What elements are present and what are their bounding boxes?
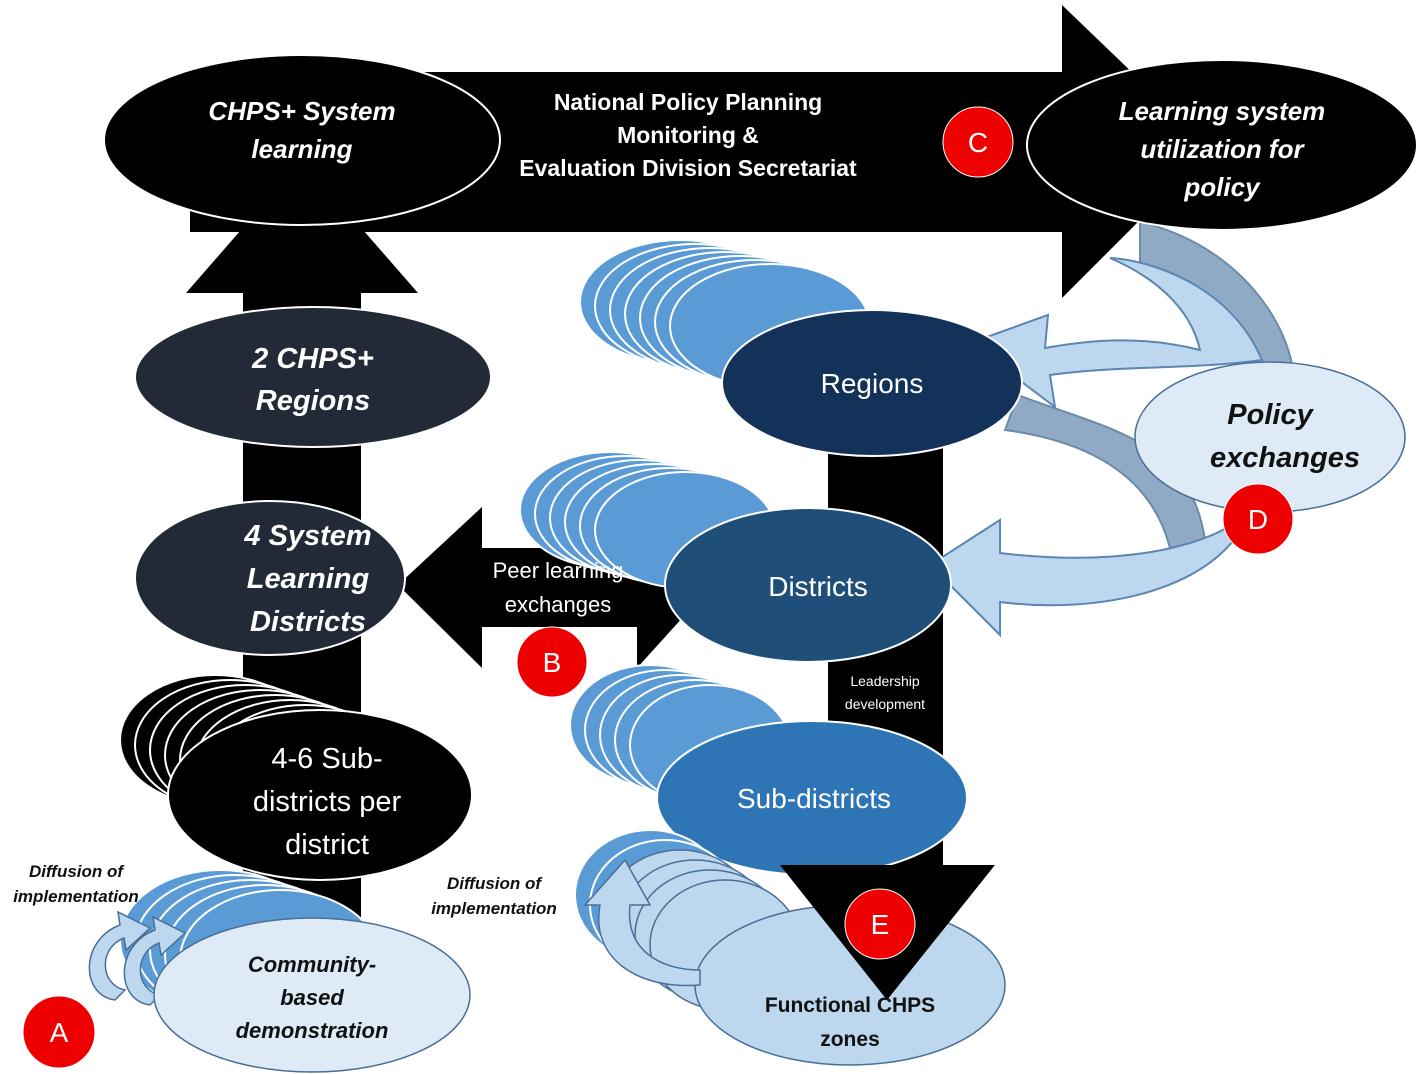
utilization-label-2: utilization for xyxy=(1140,134,1305,164)
system-learning-label-1: CHPS+ System xyxy=(208,96,395,126)
left-regions-label-2: Regions xyxy=(256,385,370,417)
policy-arrow-to-regions xyxy=(967,257,1264,410)
districts-ellipse xyxy=(664,507,952,663)
svg-text:C: C xyxy=(968,127,988,158)
right-regions-label: Regions xyxy=(821,368,924,399)
zones-label-2: zones xyxy=(820,1028,880,1051)
policy-arrow-to-districts xyxy=(928,511,1251,638)
leadership-label-1: Leadership xyxy=(850,673,919,689)
svg-text:B: B xyxy=(543,647,562,678)
left-subdistricts-label-3: district xyxy=(285,829,369,861)
policy-exchanges-label-2: exchanges xyxy=(1210,442,1360,474)
left-districts-label-2: Learning xyxy=(247,563,370,595)
marker-a: A xyxy=(22,995,96,1069)
learning-utilization-ellipse xyxy=(1026,59,1418,231)
zones-label-1: Functional CHPS xyxy=(765,994,935,1017)
regions-stack xyxy=(579,239,871,389)
community-label-2: based xyxy=(280,985,344,1010)
left-districts-label-1: 4 System xyxy=(243,520,371,552)
left-districts-ellipse xyxy=(134,500,406,656)
national-label-2: Monitoring & xyxy=(617,122,759,148)
peer-label-1: Peer learning xyxy=(493,558,624,583)
marker-b: B xyxy=(516,626,588,698)
left-districts-label-3: Districts xyxy=(250,606,366,638)
utilization-label-1: Learning system xyxy=(1119,96,1326,126)
marker-c: C xyxy=(942,106,1014,178)
policy-exchanges-label-1: Policy xyxy=(1227,399,1314,431)
left-subdistricts-label-2: districts per xyxy=(253,786,402,818)
community-diffusion-arrow-2 xyxy=(123,915,187,1006)
left-up-arrow-head xyxy=(186,160,418,293)
community-diffusion-arrow-1 xyxy=(88,910,152,1001)
leadership-label-2: development xyxy=(845,696,925,712)
left-regions-ellipse xyxy=(134,306,492,448)
left-community-ellipse xyxy=(153,917,471,1073)
left-regions-label-1: 2 CHPS+ xyxy=(251,343,374,375)
svg-text:D: D xyxy=(1248,504,1268,535)
svg-text:A: A xyxy=(50,1017,69,1048)
regions-ellipse xyxy=(721,309,1023,457)
svg-text:E: E xyxy=(871,909,890,940)
system-learning-label-2: learning xyxy=(251,134,352,164)
right-subdistricts-label: Sub-districts xyxy=(737,783,891,814)
community-label-3: demonstration xyxy=(236,1018,389,1043)
utilization-label-3: policy xyxy=(1183,172,1261,202)
marker-d: D xyxy=(1222,483,1294,555)
peer-exchange-arrow xyxy=(398,507,712,668)
system-learning-ellipse xyxy=(103,54,501,226)
zones-diffusion-arrow xyxy=(583,858,701,987)
right-districts-label: Districts xyxy=(768,571,868,602)
national-label-3: Evaluation Division Secretariat xyxy=(519,155,857,181)
left-subdistricts-ellipse xyxy=(167,709,473,881)
diffusion-left-label-2: implementation xyxy=(13,887,139,906)
marker-e: E xyxy=(844,888,916,960)
community-label-1: Community- xyxy=(248,952,376,977)
districts-stack xyxy=(519,451,776,589)
diffusion-left-label-1: Diffusion of xyxy=(29,862,125,881)
national-label-1: National Policy Planning xyxy=(554,89,822,115)
left-subdistricts-label-1: 4-6 Sub- xyxy=(271,743,382,775)
peer-label-2: exchanges xyxy=(505,592,611,617)
diffusion-right-label-1: Diffusion of xyxy=(447,874,543,893)
diffusion-right-label-2: implementation xyxy=(431,899,557,918)
